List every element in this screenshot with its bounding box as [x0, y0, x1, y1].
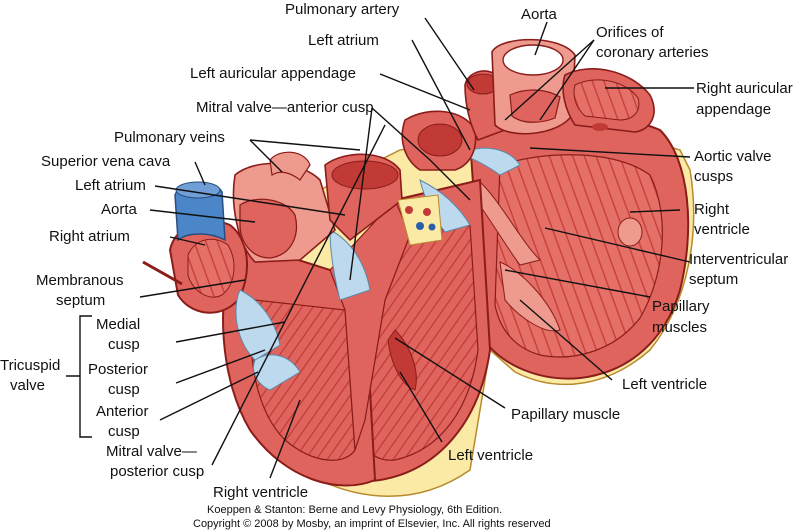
papillary-muscles-group	[499, 261, 561, 332]
heart-illustration	[142, 38, 695, 497]
label-left-atrium-top: Left atrium	[308, 32, 379, 49]
coronary-artery-1	[405, 206, 413, 214]
interventricular-septum	[471, 179, 541, 266]
label-pulmonary-artery: Pulmonary artery	[285, 1, 400, 18]
label-mitral-posterior-line2: posterior cusp	[110, 463, 204, 480]
label-medial-line2: cusp	[108, 336, 140, 353]
label-tricuspid-line1: Tricuspid	[0, 357, 60, 374]
right-atrium-inner	[187, 238, 235, 298]
caption-line1: Koeppen & Stanton: Berne and Levy Physio…	[207, 504, 502, 516]
label-membranous-line2: septum	[56, 292, 105, 309]
label-posterior-line2: cusp	[108, 381, 140, 398]
label-right-auricular-line2: appendage	[696, 101, 771, 118]
label-mitral-anterior: Mitral valve—anterior cusp	[196, 99, 374, 116]
label-papillary-muscles-line1: Papillary	[652, 298, 710, 315]
label-medial-line1: Medial	[96, 316, 140, 333]
label-left-ventricle-right: Left ventricle	[622, 376, 707, 393]
coronary-vessel-right	[592, 123, 608, 131]
label-anterior-line2: cusp	[108, 423, 140, 440]
coronary-artery-2	[423, 208, 431, 216]
coronary-vein-2	[428, 223, 436, 231]
label-aorta-left: Aorta	[101, 201, 138, 218]
label-pulmonary-veins: Pulmonary veins	[114, 129, 225, 146]
label-papillary-muscle: Papillary muscle	[511, 406, 620, 423]
label-right-ventricle-bottom: Right ventricle	[213, 484, 308, 501]
label-left-ventricle-bottom: Left ventricle	[448, 447, 533, 464]
aorta-opening	[502, 44, 564, 76]
label-right-atrium: Right atrium	[49, 228, 130, 245]
left-auricular-opening	[417, 123, 463, 157]
label-interventricular-line1: Interventricular	[689, 251, 788, 268]
papillary-muscle-right	[617, 217, 643, 247]
aortic-valve-region	[469, 147, 521, 176]
dark-vessel-stub	[142, 260, 183, 286]
label-aortic-cusps-line2: cusps	[694, 168, 733, 185]
labels: Pulmonary artery Aorta Orifices of coron…	[0, 1, 793, 501]
label-left-atrium-left: Left atrium	[75, 177, 146, 194]
label-right-ventricle-right-line1: Right	[694, 201, 730, 218]
coronary-vein-1	[416, 222, 424, 230]
label-membranous-line1: Membranous	[36, 272, 124, 289]
label-tricuspid-line2: valve	[10, 377, 45, 394]
label-papillary-muscles-line2: muscles	[652, 319, 707, 336]
label-posterior-line1: Posterior	[88, 361, 148, 378]
leader-lines	[66, 17, 694, 479]
label-anterior-line1: Anterior	[96, 403, 149, 420]
pulmonary-vein-left	[269, 151, 311, 181]
label-superior-vena-cava: Superior vena cava	[41, 153, 171, 170]
label-right-ventricle-right-line2: ventricle	[694, 221, 750, 238]
label-aorta-top: Aorta	[521, 6, 558, 23]
tricuspid-bracket	[66, 315, 92, 438]
label-mitral-posterior-line1: Mitral valve—	[106, 443, 197, 460]
aorta-left-section	[239, 198, 298, 259]
label-left-auricular-appendage: Left auricular appendage	[190, 65, 356, 82]
caption-line2: Copyright © 2008 by Mosby, an imprint of…	[193, 518, 551, 530]
orifices-coronary	[509, 89, 561, 123]
label-orifices-line2: coronary arteries	[596, 44, 709, 61]
label-right-auricular-line1: Right auricular	[696, 80, 793, 97]
label-aortic-cusps-line1: Aortic valve	[694, 148, 772, 165]
tricuspid-valve-leaflets	[235, 289, 301, 391]
right-auricular-inner	[573, 79, 640, 121]
caption: Koeppen & Stanton: Berne and Levy Physio…	[193, 504, 551, 530]
label-interventricular-line2: septum	[689, 271, 738, 288]
label-orifices-line1: Orifices of	[596, 24, 664, 41]
